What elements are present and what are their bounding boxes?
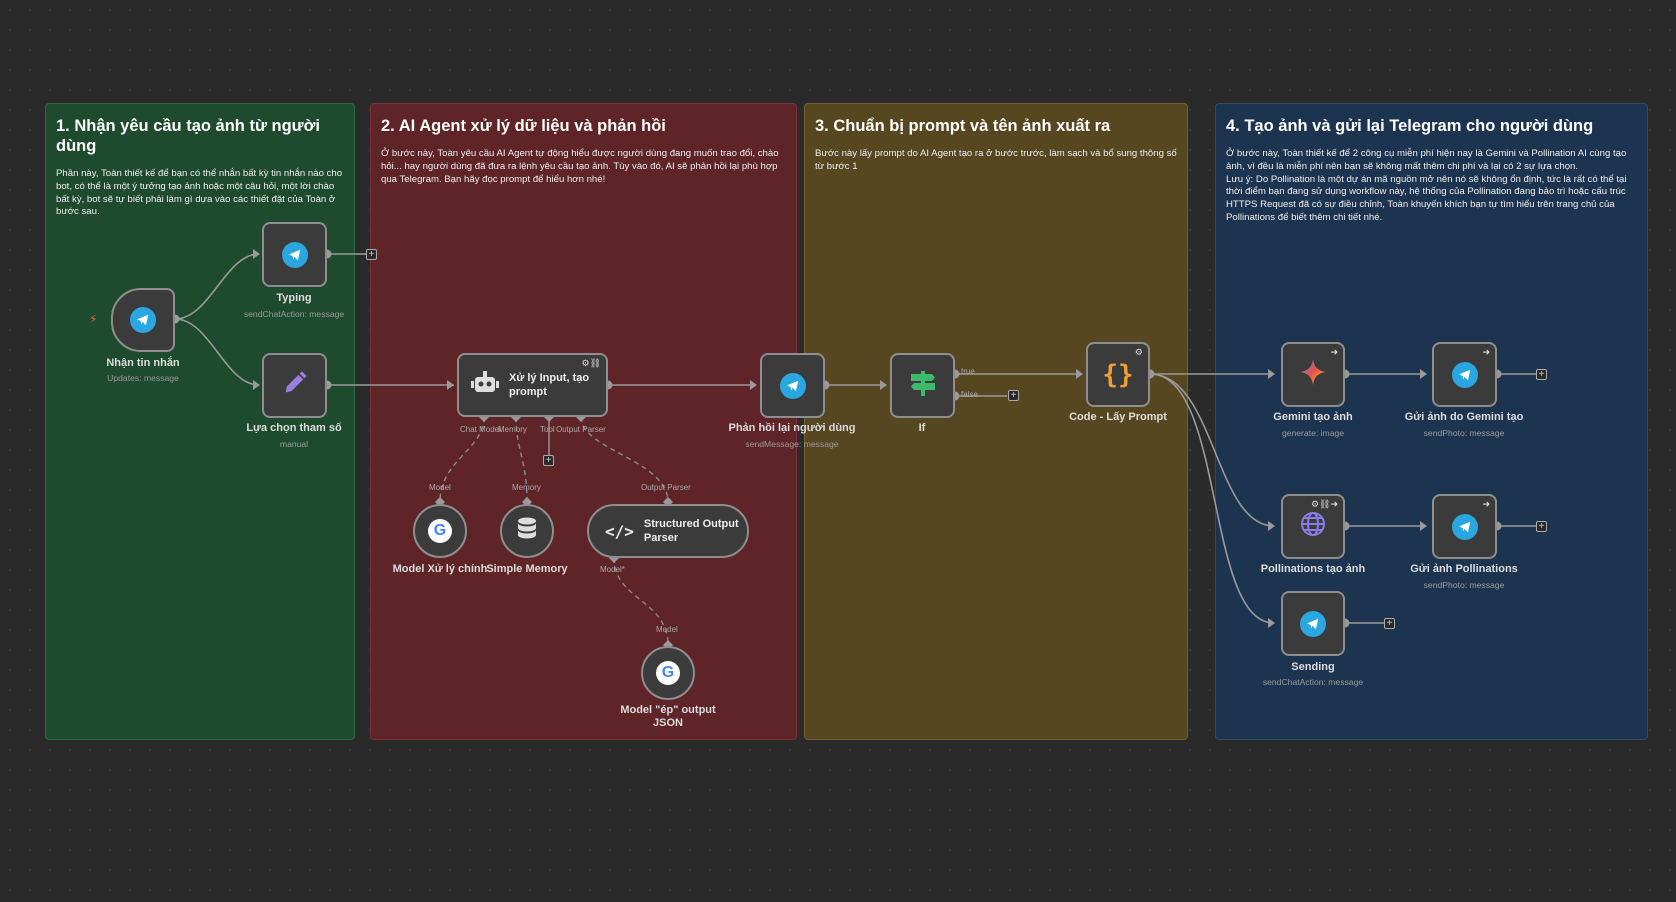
port-label-model-required: Model* xyxy=(600,565,625,574)
node-label: Model "ép" output JSON xyxy=(620,704,716,729)
arrow-right-icon: ➜ xyxy=(1482,499,1490,509)
sticky-note-step-2[interactable]: 2. AI Agent xử lý dữ liệu và phản hồi Ở … xyxy=(370,103,797,740)
tool-gear-icon: ⚙⛓ xyxy=(581,358,602,368)
node-label: Sending xyxy=(1291,661,1335,673)
add-node-button[interactable]: + xyxy=(1536,369,1547,380)
section-description: Phần này, Toàn thiết kế để bạn có thể nh… xyxy=(56,168,343,218)
settings-arrow-icon: ⚙⛓➜ xyxy=(1310,499,1338,509)
node-if[interactable] xyxy=(890,353,955,418)
telegram-icon xyxy=(281,241,308,268)
node-lua-chon-tham-so[interactable] xyxy=(262,353,327,418)
node-model-ep-output-json[interactable]: G xyxy=(641,646,695,700)
node-label: Structured Output Parser xyxy=(643,518,739,544)
node-label: Pollinations tạo ảnh xyxy=(1260,563,1366,575)
add-node-button[interactable]: + xyxy=(366,249,377,260)
node-gui-anh-gemini[interactable]: ➜ xyxy=(1432,342,1497,407)
arrow-right-icon: ➜ xyxy=(1482,347,1490,357)
section-description: Ở bước này, Toàn thiết kế để 2 công cụ m… xyxy=(1226,148,1627,223)
section-title: 1. Nhận yêu cầu tạo ảnh từ người dùng xyxy=(56,117,320,155)
telegram-icon xyxy=(1300,610,1326,637)
port-label-memory: Memory xyxy=(498,425,527,434)
telegram-icon xyxy=(1451,361,1478,388)
edit-pencil-icon xyxy=(281,369,309,402)
branch-label-false: false xyxy=(961,390,978,399)
code-brackets-icon: </> xyxy=(605,521,634,541)
sticky-note-step-1[interactable]: 1. Nhận yêu cầu tạo ảnh từ người dùng Ph… xyxy=(45,103,355,740)
telegram-icon xyxy=(1451,513,1478,540)
sticky-note-step-3[interactable]: 3. Chuẩn bị prompt và tên ảnh xuất ra Bư… xyxy=(804,103,1188,740)
node-label: Phản hồi lại người dùng xyxy=(728,422,856,434)
node-subtitle: generate: image xyxy=(1281,428,1345,438)
add-tool-button[interactable]: + xyxy=(543,455,554,466)
node-subtitle: sendChatAction: message xyxy=(243,309,345,319)
node-subtitle: sendChatAction: message xyxy=(1262,677,1364,687)
node-label: If xyxy=(918,422,926,434)
node-label: Simple Memory xyxy=(486,563,568,575)
node-phan-hoi-lai-nguoi-dung[interactable] xyxy=(760,353,825,418)
globe-http-icon xyxy=(1299,510,1327,543)
section-description: Bước này lấy prompt do AI Agent tạo ra ở… xyxy=(815,148,1177,172)
robot-icon xyxy=(471,370,499,401)
node-subtitle: sendMessage: message xyxy=(745,439,839,449)
telegram-icon xyxy=(779,372,806,399)
telegram-icon xyxy=(130,307,156,333)
arrow-right-icon: ➜ xyxy=(1330,347,1338,357)
node-code-lay-prompt[interactable]: {} ⚙ xyxy=(1086,342,1150,407)
node-label: Gemini tạo ảnh xyxy=(1273,411,1353,423)
port-label-chat-model: Chat Model xyxy=(460,425,501,434)
add-node-button[interactable]: + xyxy=(1008,390,1019,401)
node-label: Model Xử lý chính xyxy=(392,563,488,575)
node-simple-memory[interactable] xyxy=(500,504,554,558)
add-node-button[interactable]: + xyxy=(1384,618,1395,629)
node-pollinations-tao-anh[interactable]: ⚙⛓➜ xyxy=(1281,494,1345,559)
section-title: 4. Tạo ảnh và gửi lại Telegram cho người… xyxy=(1226,117,1594,135)
node-label: Xử lý Input, tạo prompt xyxy=(509,372,590,398)
section-title: 3. Chuẩn bị prompt và tên ảnh xuất ra xyxy=(815,117,1111,135)
node-subtitle: Updates: message xyxy=(107,373,179,383)
add-node-button[interactable]: + xyxy=(1536,521,1547,532)
code-braces-icon: {} xyxy=(1102,359,1134,390)
node-model-xu-ly-chinh[interactable]: G xyxy=(413,504,467,558)
port-label-model: Model xyxy=(656,625,678,634)
port-label-model: Model xyxy=(429,483,451,492)
node-gemini-tao-anh[interactable]: ➜ xyxy=(1281,342,1345,407)
node-subtitle: sendPhoto: message xyxy=(1423,580,1505,590)
node-label: Code - Lấy Prompt xyxy=(1069,411,1167,423)
bolt-icon: ⚡ xyxy=(89,312,98,326)
google-gemini-model-icon: G xyxy=(428,519,452,543)
port-label-output-parser: Output Parser xyxy=(641,483,691,492)
port-label-tool: Tool xyxy=(540,425,555,434)
branch-signpost-icon xyxy=(908,368,938,403)
port-label-output-parser: Output Parser xyxy=(556,425,606,434)
node-nhan-tin-nhan[interactable] xyxy=(111,288,175,352)
node-subtitle: sendPhoto: message xyxy=(1423,428,1505,438)
database-icon xyxy=(516,517,538,546)
node-typing[interactable] xyxy=(262,222,327,287)
node-ai-agent[interactable]: Xử lý Input, tạo prompt ⚙⛓ xyxy=(457,353,608,417)
port-label-memory: Memory xyxy=(512,483,541,492)
branch-label-true: true xyxy=(961,367,975,376)
node-label: Lựa chọn tham số xyxy=(246,422,342,434)
node-label: Gửi ảnh do Gemini tạo xyxy=(1404,411,1524,423)
google-gemini-model-icon: G xyxy=(656,661,680,685)
node-subtitle: manual xyxy=(279,439,309,449)
section-description: Ở bước này, Toàn yêu cầu AI Agent tự độn… xyxy=(381,148,779,185)
settings-icon: ⚙ xyxy=(1134,347,1143,357)
node-label: Nhận tin nhắn xyxy=(106,357,180,369)
node-gui-anh-pollinations[interactable]: ➜ xyxy=(1432,494,1497,559)
node-sending[interactable] xyxy=(1281,591,1345,656)
node-label: Gửi ảnh Pollinations xyxy=(1410,563,1518,575)
gemini-sparkle-icon xyxy=(1298,357,1328,392)
section-title: 2. AI Agent xử lý dữ liệu và phản hồi xyxy=(381,117,666,135)
node-structured-output-parser[interactable]: </> Structured Output Parser xyxy=(587,504,749,558)
node-label: Typing xyxy=(276,292,312,304)
